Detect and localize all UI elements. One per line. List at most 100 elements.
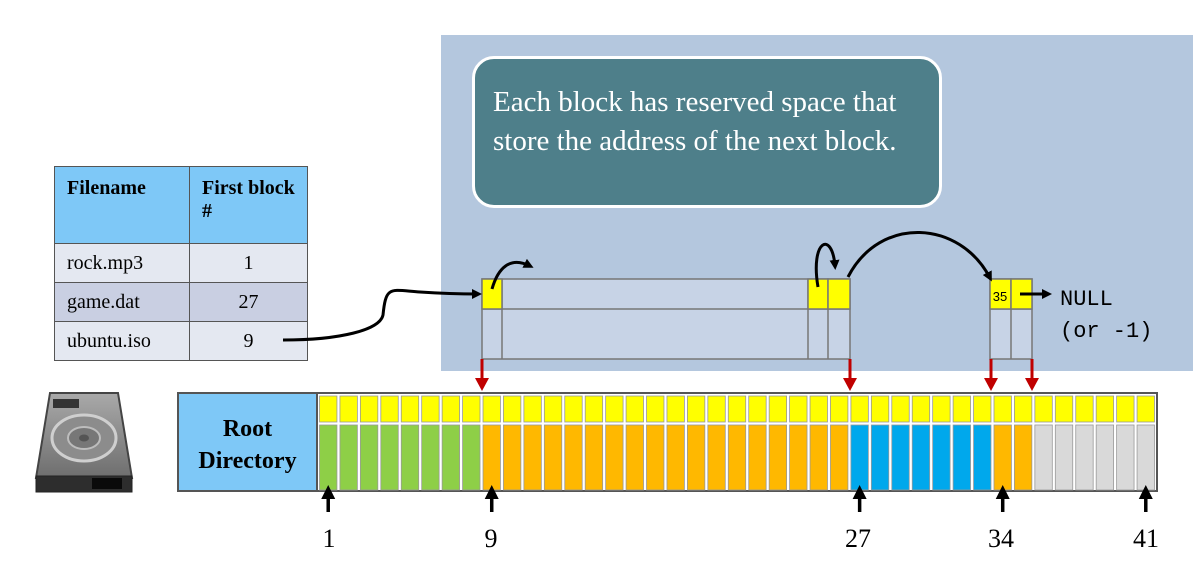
block-pointer-cell [523,395,542,423]
block-label-41: 41 [1133,524,1159,553]
block-label-34: 34 [988,524,1014,553]
block-pointer-cell [462,395,481,423]
hard-drive-icon [34,392,134,493]
block-pointer-cell [359,395,379,423]
block-pointer-cell [1054,395,1074,423]
block-pointer-cell [789,395,808,423]
block-index-arrow-head [1138,485,1153,499]
block-pointer-cell [809,395,828,423]
block-data-cell [605,424,624,491]
block-data-cell [584,424,604,491]
table-header-row: Filename First block # [54,166,308,244]
block-pointer-cell [911,395,931,423]
block-data-cell [1075,424,1094,491]
block-data-cell [380,424,399,491]
block-index-arrow-head [995,485,1010,499]
block-data-cell [421,424,440,491]
cell-first-block: 27 [189,282,308,322]
block-pointer-cell [687,395,706,423]
block-data-cell [543,424,563,491]
root-directory-box: Root Directory [177,392,318,492]
root-label-line2: Directory [198,448,297,474]
block-pointer-cell [564,395,583,423]
block-pointer-cell [748,395,767,423]
block-pointer-cell [1095,395,1115,423]
table-to-block-arrow [282,288,482,342]
block-pointer-cell [1014,395,1033,423]
block-pointer-cell [1075,395,1094,423]
block-data-cell [748,424,767,491]
block-pointer-cell [870,395,890,423]
block-data-cell [523,424,542,491]
block-data-cell [932,424,951,491]
block-pointer-cell [1034,395,1053,423]
block-data-cell [911,424,931,491]
block-pointer-cell [339,395,358,423]
block-pointer-cell [482,395,501,423]
block-pointer-cell [503,395,522,423]
next-pointer-arrow [846,231,992,282]
root-label-line1: Root [222,416,273,442]
block-label-27: 27 [845,524,871,553]
block-index-arrows [321,485,1153,512]
block-data-cell [441,424,460,491]
null-label: NULL (or -1) [1060,287,1153,344]
block-data-cell [809,424,828,491]
block-index-arrow-head [484,485,499,499]
pointer-value-35: 35 [993,289,1007,304]
block-pointer-cell [319,395,338,423]
block-pointer-cell [666,395,685,423]
block-pointer-cell [850,395,869,423]
block-data-cell [1095,424,1115,491]
block-data-cell [400,424,420,491]
header-filename: Filename [54,166,190,244]
header-first-block: First block # [189,166,308,244]
block-data-cell [830,424,849,491]
block-data-cell [462,424,481,491]
block-pointer-cell [993,395,1012,423]
block-pointer-cell [625,395,644,423]
block-pointer-cell [952,395,971,423]
block-data-cell [625,424,644,491]
block-pointer-cell [1116,395,1135,423]
block-pointer-cell [584,395,604,423]
block-pointer-cell [830,395,849,423]
cell-first-block: 1 [189,243,308,283]
callout-box: Each block has reserved space that store… [472,56,942,208]
block-index-arrow-head [852,485,867,499]
block-index-arrow-head [321,485,336,499]
zoomed-block-group [481,278,851,360]
block-data-cell [339,424,358,491]
block-pointer-cell [727,395,747,423]
next-pointer-arrow [814,243,840,288]
block-data-cell [1054,424,1074,491]
block-data-cell [687,424,706,491]
block-label-9: 9 [484,524,498,553]
block-data-cell [727,424,747,491]
cell-filename: ubuntu.iso [54,321,190,361]
block-pointer-cell [441,395,460,423]
block-pointer-cell [768,395,787,423]
block-label-1: 1 [322,524,336,553]
block-data-cell [1034,424,1053,491]
next-pointer-arrow [490,258,534,290]
cell-filename: game.dat [54,282,190,322]
block-data-cell [503,424,522,491]
block-data-cell [646,424,665,491]
block-data-cell [870,424,890,491]
block-pointer-cell [543,395,563,423]
file-allocation-table: Filename First block # rock.mp3 1 game.d… [54,166,308,361]
block-pointer-cell [932,395,951,423]
table-row: game.dat 27 [54,282,308,322]
disk-block-strip [318,392,1158,492]
block-data-cell [359,424,379,491]
block-data-cell [1014,424,1033,491]
cell-filename: rock.mp3 [54,243,190,283]
table-row: rock.mp3 1 [54,243,308,283]
block-data-cell [1116,424,1135,491]
block-pointer-cell [707,395,726,423]
zoomed-last-blocks: 35 [989,278,1033,360]
block-data-cell [666,424,685,491]
block-pointer-cell [421,395,440,423]
